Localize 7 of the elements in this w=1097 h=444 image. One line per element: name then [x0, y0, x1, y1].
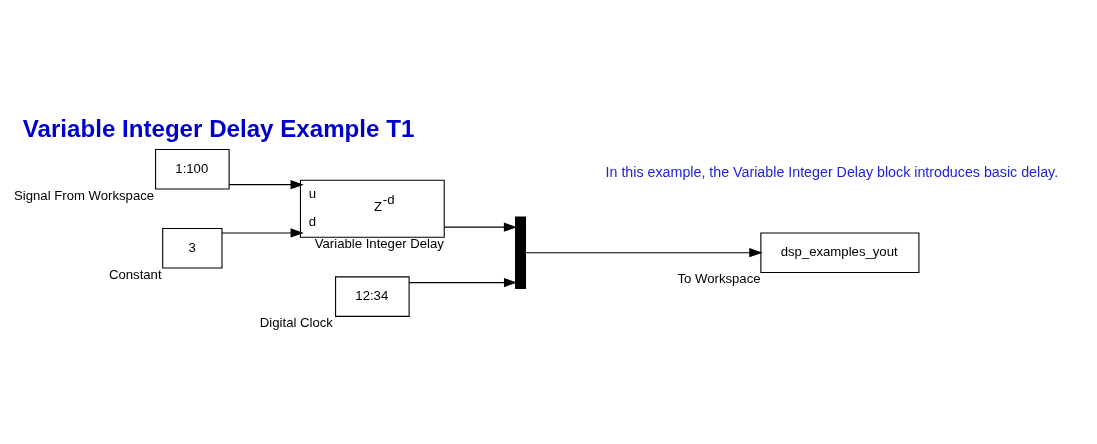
node-label: Variable Integer Delay: [314, 235, 444, 251]
diagram-title: Variable Integer Delay Example T1: [22, 114, 415, 142]
label: In this example, the Variable Integer Delay block introduces basic delay.: [605, 163, 1059, 180]
node-label: Digital Clock: [259, 314, 333, 330]
node-label: Constant: [108, 266, 162, 282]
node-label: To Workspace: [677, 270, 761, 286]
node-label: Signal From Workspace: [13, 187, 155, 203]
